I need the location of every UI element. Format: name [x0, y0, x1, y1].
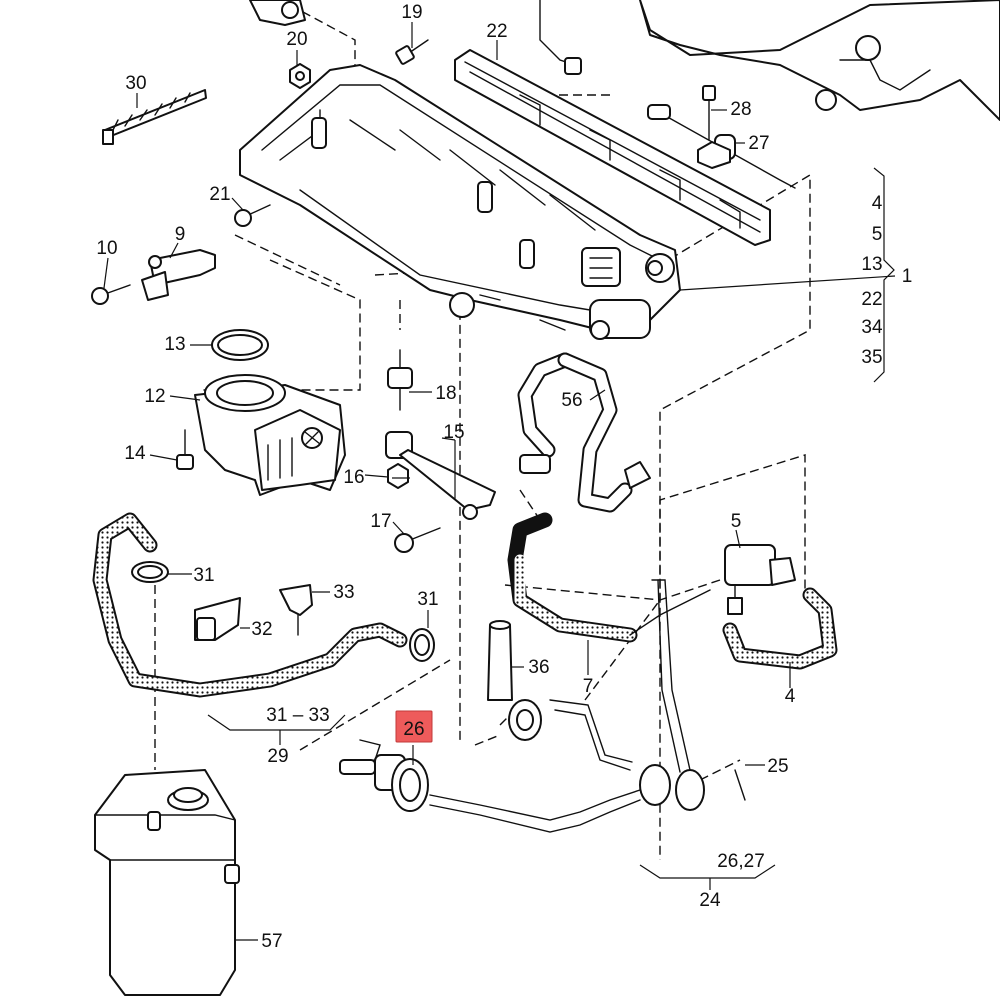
- intake-manifold-illustration: [239, 64, 681, 340]
- range-26-27: 26,27: [717, 851, 765, 872]
- upper-manifold-illustration: [539, 0, 1000, 189]
- clamp-31-left-illustration: [131, 561, 169, 583]
- callout-25: 25: [767, 756, 788, 777]
- callout-27: 27: [748, 133, 769, 154]
- range-31-33: 31 – 33: [266, 705, 329, 726]
- callout-18: 18: [435, 383, 456, 404]
- callout-15: 15: [443, 422, 464, 443]
- callout-31-left: 31: [193, 565, 214, 586]
- callout-10: 10: [96, 238, 117, 259]
- callout-20: 20: [286, 29, 307, 50]
- sleeve-36-illustration: [487, 620, 513, 701]
- throttle-body-12-illustration: [194, 374, 346, 496]
- callout-28: 28: [730, 99, 751, 120]
- canister-57-illustration: [94, 769, 240, 996]
- callout-17: 17: [370, 511, 391, 532]
- callout-22: 22: [486, 21, 507, 42]
- group-13: 13: [861, 254, 882, 275]
- callout-57: 57: [261, 931, 282, 952]
- callout-14: 14: [124, 443, 146, 464]
- bolt-21-illustration: [234, 204, 271, 227]
- sensor-9-illustration: [141, 249, 216, 301]
- callout-4: 4: [785, 686, 796, 707]
- callout-24: 24: [699, 890, 721, 911]
- nut-16-illustration: [387, 463, 409, 489]
- bracket-top-illustration: [249, 0, 306, 26]
- callout-16: 16: [343, 467, 364, 488]
- hose-56-illustration: [517, 352, 651, 513]
- callout-1: 1: [902, 266, 913, 287]
- clip-32-illustration: [194, 597, 241, 641]
- callout-7: 7: [583, 676, 594, 697]
- callout-29: 29: [267, 746, 288, 767]
- callout-31-right: 31: [417, 589, 438, 610]
- hose-4-illustration: [722, 587, 838, 670]
- callout-5: 5: [731, 511, 742, 532]
- callout-13: 13: [164, 334, 185, 355]
- valve-26-illustration: [339, 579, 746, 833]
- group-22: 22: [861, 289, 882, 310]
- hose-main-illustration: [92, 512, 408, 698]
- callout-56: 56: [561, 390, 582, 411]
- callout-19: 19: [401, 2, 422, 23]
- callout-26: 26: [403, 719, 424, 740]
- group-5: 5: [872, 224, 883, 245]
- bolt-10-illustration: [91, 284, 131, 305]
- callout-21: 21: [209, 184, 230, 205]
- valve-5-illustration: [724, 544, 796, 615]
- nut-20-illustration: [289, 63, 311, 89]
- cable-tie-30-illustration: [102, 89, 207, 145]
- callout-9: 9: [175, 224, 186, 245]
- part-26-highlight: [395, 710, 433, 743]
- clip-33-illustration: [279, 584, 313, 636]
- callout-33: 33: [333, 582, 354, 603]
- bolt-19-illustration: [395, 39, 429, 65]
- manifold-gasket-illustration: [454, 49, 771, 246]
- hose-7-illustration: [507, 512, 711, 643]
- leader-lines: [103, 22, 896, 941]
- bolt-14-illustration: [176, 429, 194, 470]
- clamp-31-right-illustration: [409, 628, 435, 662]
- bolt-28-illustration: [697, 85, 736, 169]
- callout-36: 36: [528, 657, 549, 678]
- callout-labels: 19 22 20 28 27 30 21 9 10 4 5 13 22 34 3…: [96, 2, 912, 952]
- stud-18-illustration: [387, 349, 413, 411]
- callout-32: 32: [251, 619, 272, 640]
- callout-30: 30: [125, 73, 146, 94]
- callout-12: 12: [144, 386, 165, 407]
- bracket-15-illustration: [385, 431, 496, 520]
- group-34: 34: [861, 317, 883, 338]
- group-4: 4: [872, 193, 883, 214]
- o-ring-13-illustration: [211, 329, 269, 361]
- group-35: 35: [861, 347, 882, 368]
